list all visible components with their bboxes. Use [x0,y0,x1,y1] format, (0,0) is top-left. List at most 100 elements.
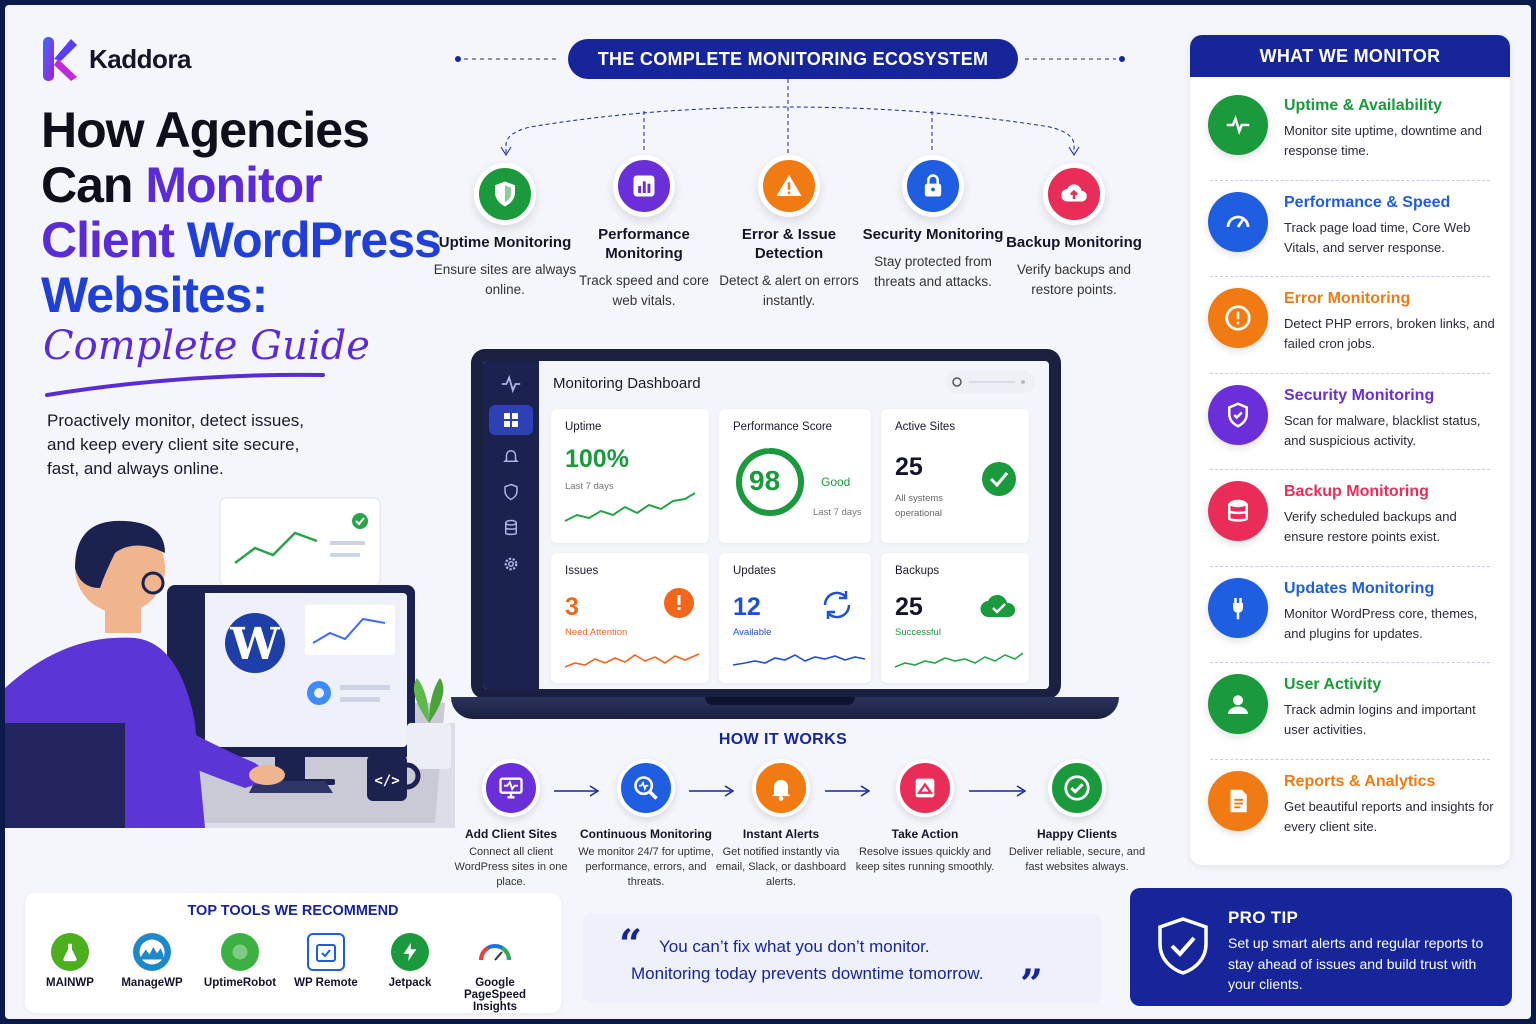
module-errors: Error & Issue Detection Detect & alert o… [714,155,864,310]
intro-text: Proactively monitor, detect issues, and … [47,411,305,478]
step-title: Add Client Sites [464,827,557,841]
divider [1210,276,1490,277]
monitor-item-desc: Verify scheduled backups and ensure rest… [1284,509,1457,544]
what-we-monitor-title: WHAT WE MONITOR [1190,35,1510,77]
title-script: Complete Guide [43,323,370,369]
tool-mainwp[interactable]: MAINWP [25,933,115,989]
brand-logo: Kaddora [41,35,191,83]
active-value: 25 [895,453,923,481]
module-title: Error & Issue Detection [741,226,837,262]
alert-icon [1208,288,1268,348]
monitor-item-desc: Scan for malware, blacklist status, and … [1284,412,1481,448]
step-desc: We monitor 24/7 for uptime, performance,… [578,846,714,888]
issues-sparkline [564,653,700,668]
pro-tip-box: PRO TIP Set up smart alerts and regular … [1130,888,1512,1006]
dashboard-search[interactable] [945,371,1035,393]
card-sub: Last 7 days [565,481,614,492]
module-desc: Track speed and core web vitals. [578,273,710,308]
title-line-1: How Agencies [41,102,370,158]
ecosystem-banner: THE COMPLETE MONITORING ECOSYSTEM [568,39,1018,79]
plug-icon [1208,577,1268,638]
tool-wp-remote[interactable]: WP Remote [281,933,371,989]
quote-line-2: Monitoring today prevents downtime tomor… [631,964,984,983]
activity-icon[interactable] [489,369,533,399]
divider [1210,662,1490,663]
title-line-2: Can Monitor [41,158,461,213]
bell-icon[interactable] [489,441,533,471]
performance-gauge [736,448,804,516]
card-sub: All systems operational [895,493,944,519]
shield-icon[interactable] [489,477,533,507]
laptop-notch [705,697,855,705]
monitor-item-desc: Track page load time, Core Web Vitals, a… [1284,219,1471,255]
card-sub: Last 7 days [813,507,862,518]
tools-panel: TOP TOOLS WE RECOMMEND MAINWP ManageWP U… [25,893,561,1013]
card-active-sites: Active Sites 25 All systems operational [881,409,1029,543]
pro-tip-title: PRO TIP [1228,908,1299,927]
step-continuous: Continuous Monitoring We monitor 24/7 fo… [576,759,716,890]
shield-icon [474,163,536,225]
gear-icon[interactable] [489,549,533,579]
module-backup: Backup Monitoring Verify backups and res… [999,163,1149,299]
step-take-action: Take Action Resolve issues quickly and k… [855,759,995,875]
module-uptime: Uptime Monitoring Ensure sites are alway… [430,163,580,299]
page-title: How Agencies Can Monitor Client WordPres… [41,103,461,323]
tool-pagespeed[interactable]: Google PageSpeed Insights [445,933,545,1013]
shield-check-icon [1208,384,1268,445]
monitor-item-desc: Monitor site uptime, downtime and respon… [1284,123,1482,158]
lock-icon [902,155,964,217]
monitor-item-title: Security Monitoring [1284,386,1435,404]
database-icon[interactable] [489,513,533,543]
card-sub: Successful [895,627,941,638]
flask-icon [51,933,89,971]
tool-managewp[interactable]: ManageWP [107,933,197,989]
performance-value: 98 [749,465,781,496]
arrow-icon [689,785,735,797]
cloud-upload-icon [1043,163,1105,225]
card-sub: Available [733,627,772,638]
warning-icon [758,155,820,217]
arrow-icon [825,785,871,797]
pro-tip-text: Set up smart alerts and regular reports … [1228,935,1484,992]
tool-jetpack[interactable]: Jetpack [365,933,455,989]
module-performance: Performance Monitoring Track speed and c… [569,155,719,310]
tool-name: Jetpack [388,977,432,989]
cloud-check-icon [980,594,1016,618]
module-title: Backup Monitoring [1006,234,1142,251]
svg-text:</>: </> [374,773,399,789]
divider [1210,469,1490,470]
agency-person-illustration: W </> [5,497,455,828]
monitor-item-title: Error Monitoring [1284,290,1411,307]
check-circle-icon [982,462,1016,496]
speedometer-icon [1208,191,1268,252]
tool-uptimerobot[interactable]: UptimeRobot [195,933,285,989]
module-desc: Stay protected from threats and attacks. [874,254,992,289]
performance-grade: Good [821,475,851,489]
card-label: Updates [733,565,776,577]
monitor-item-title: Backup Monitoring [1284,483,1429,500]
issues-value: 3 [565,593,579,621]
check-circle-icon [1048,759,1106,817]
title-line-4: Websites: [41,267,268,323]
managewp-icon [133,933,171,971]
arrow-icon [554,785,600,797]
ecosystem-connector-lines [455,56,1125,156]
step-alerts: Instant Alerts Get notified instantly vi… [711,759,851,890]
step-title: Happy Clients [1036,827,1117,841]
module-title: Performance Monitoring [598,226,690,262]
divider [1210,372,1490,374]
grid-icon[interactable] [489,405,533,435]
module-title: Security Monitoring [862,226,1004,243]
monitor-item-title: Performance & Speed [1284,193,1451,211]
uptimerobot-icon [221,933,259,971]
tools-title: TOP TOOLS WE RECOMMEND [187,903,399,919]
monitor-item-desc: Get beautiful reports and insights for e… [1284,798,1494,834]
kaddora-logo-icon [43,37,77,81]
tool-name: UptimeRobot [203,977,277,989]
